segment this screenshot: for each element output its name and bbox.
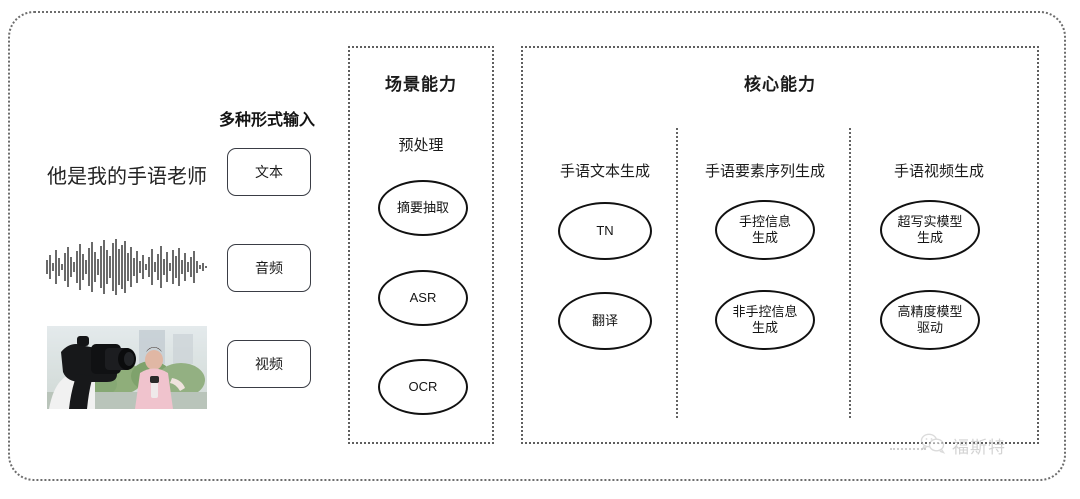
- node-ocr[interactable]: OCR: [378, 359, 468, 415]
- node-hyperrealistic-model-generation[interactable]: 超写实模型 生成: [880, 200, 980, 260]
- audio-waveform-icon: [42, 238, 210, 296]
- node-summary-extraction[interactable]: 摘要抽取: [378, 180, 468, 236]
- video-thumbnail: [47, 326, 207, 409]
- modality-box-audio[interactable]: 音频: [227, 244, 311, 292]
- node-non-manual-signal-generation[interactable]: 非手控信息 生成: [715, 290, 815, 350]
- modality-box-video[interactable]: 视频: [227, 340, 311, 388]
- core-capability-panel: 核心能力 手语文本生成 TN 翻译 手语要素序列生成 手控信息 生成 非手控信息…: [521, 46, 1039, 444]
- watermark-text: 福斯特: [952, 438, 1006, 457]
- core-column-divider-1: [676, 128, 678, 418]
- node-manual-signal-generation[interactable]: 手控信息 生成: [715, 200, 815, 260]
- node-high-precision-model-driving[interactable]: 高精度模型 驱动: [880, 290, 980, 350]
- node-translation[interactable]: 翻译: [558, 292, 652, 350]
- node-tn[interactable]: TN: [558, 202, 652, 260]
- watermark: 福斯特: [920, 432, 1006, 459]
- core-column-header-video-generation: 手语视频生成: [893, 163, 984, 180]
- inputs-section-title: 多种形式输入: [219, 112, 316, 129]
- wechat-icon: [920, 432, 946, 459]
- watermark-dotted-line: [890, 448, 926, 450]
- scene-column-header: 预处理: [398, 137, 444, 154]
- input-text-sample: 他是我的手语老师: [47, 166, 207, 188]
- modality-label: 视频: [255, 356, 283, 372]
- scene-capability-panel: 场景能力 预处理 摘要抽取 ASR OCR: [348, 46, 494, 444]
- core-column-header-text-generation: 手语文本生成: [559, 163, 650, 180]
- core-column-divider-2: [849, 128, 851, 418]
- outer-frame: [8, 11, 1066, 481]
- node-asr[interactable]: ASR: [378, 270, 468, 326]
- core-column-header-element-sequence: 手语要素序列生成: [704, 163, 825, 180]
- modality-label: 文本: [255, 164, 283, 180]
- scene-panel-title: 场景能力: [385, 75, 457, 94]
- modality-label: 音频: [255, 260, 283, 276]
- core-panel-title: 核心能力: [744, 75, 816, 94]
- modality-box-text[interactable]: 文本: [227, 148, 311, 196]
